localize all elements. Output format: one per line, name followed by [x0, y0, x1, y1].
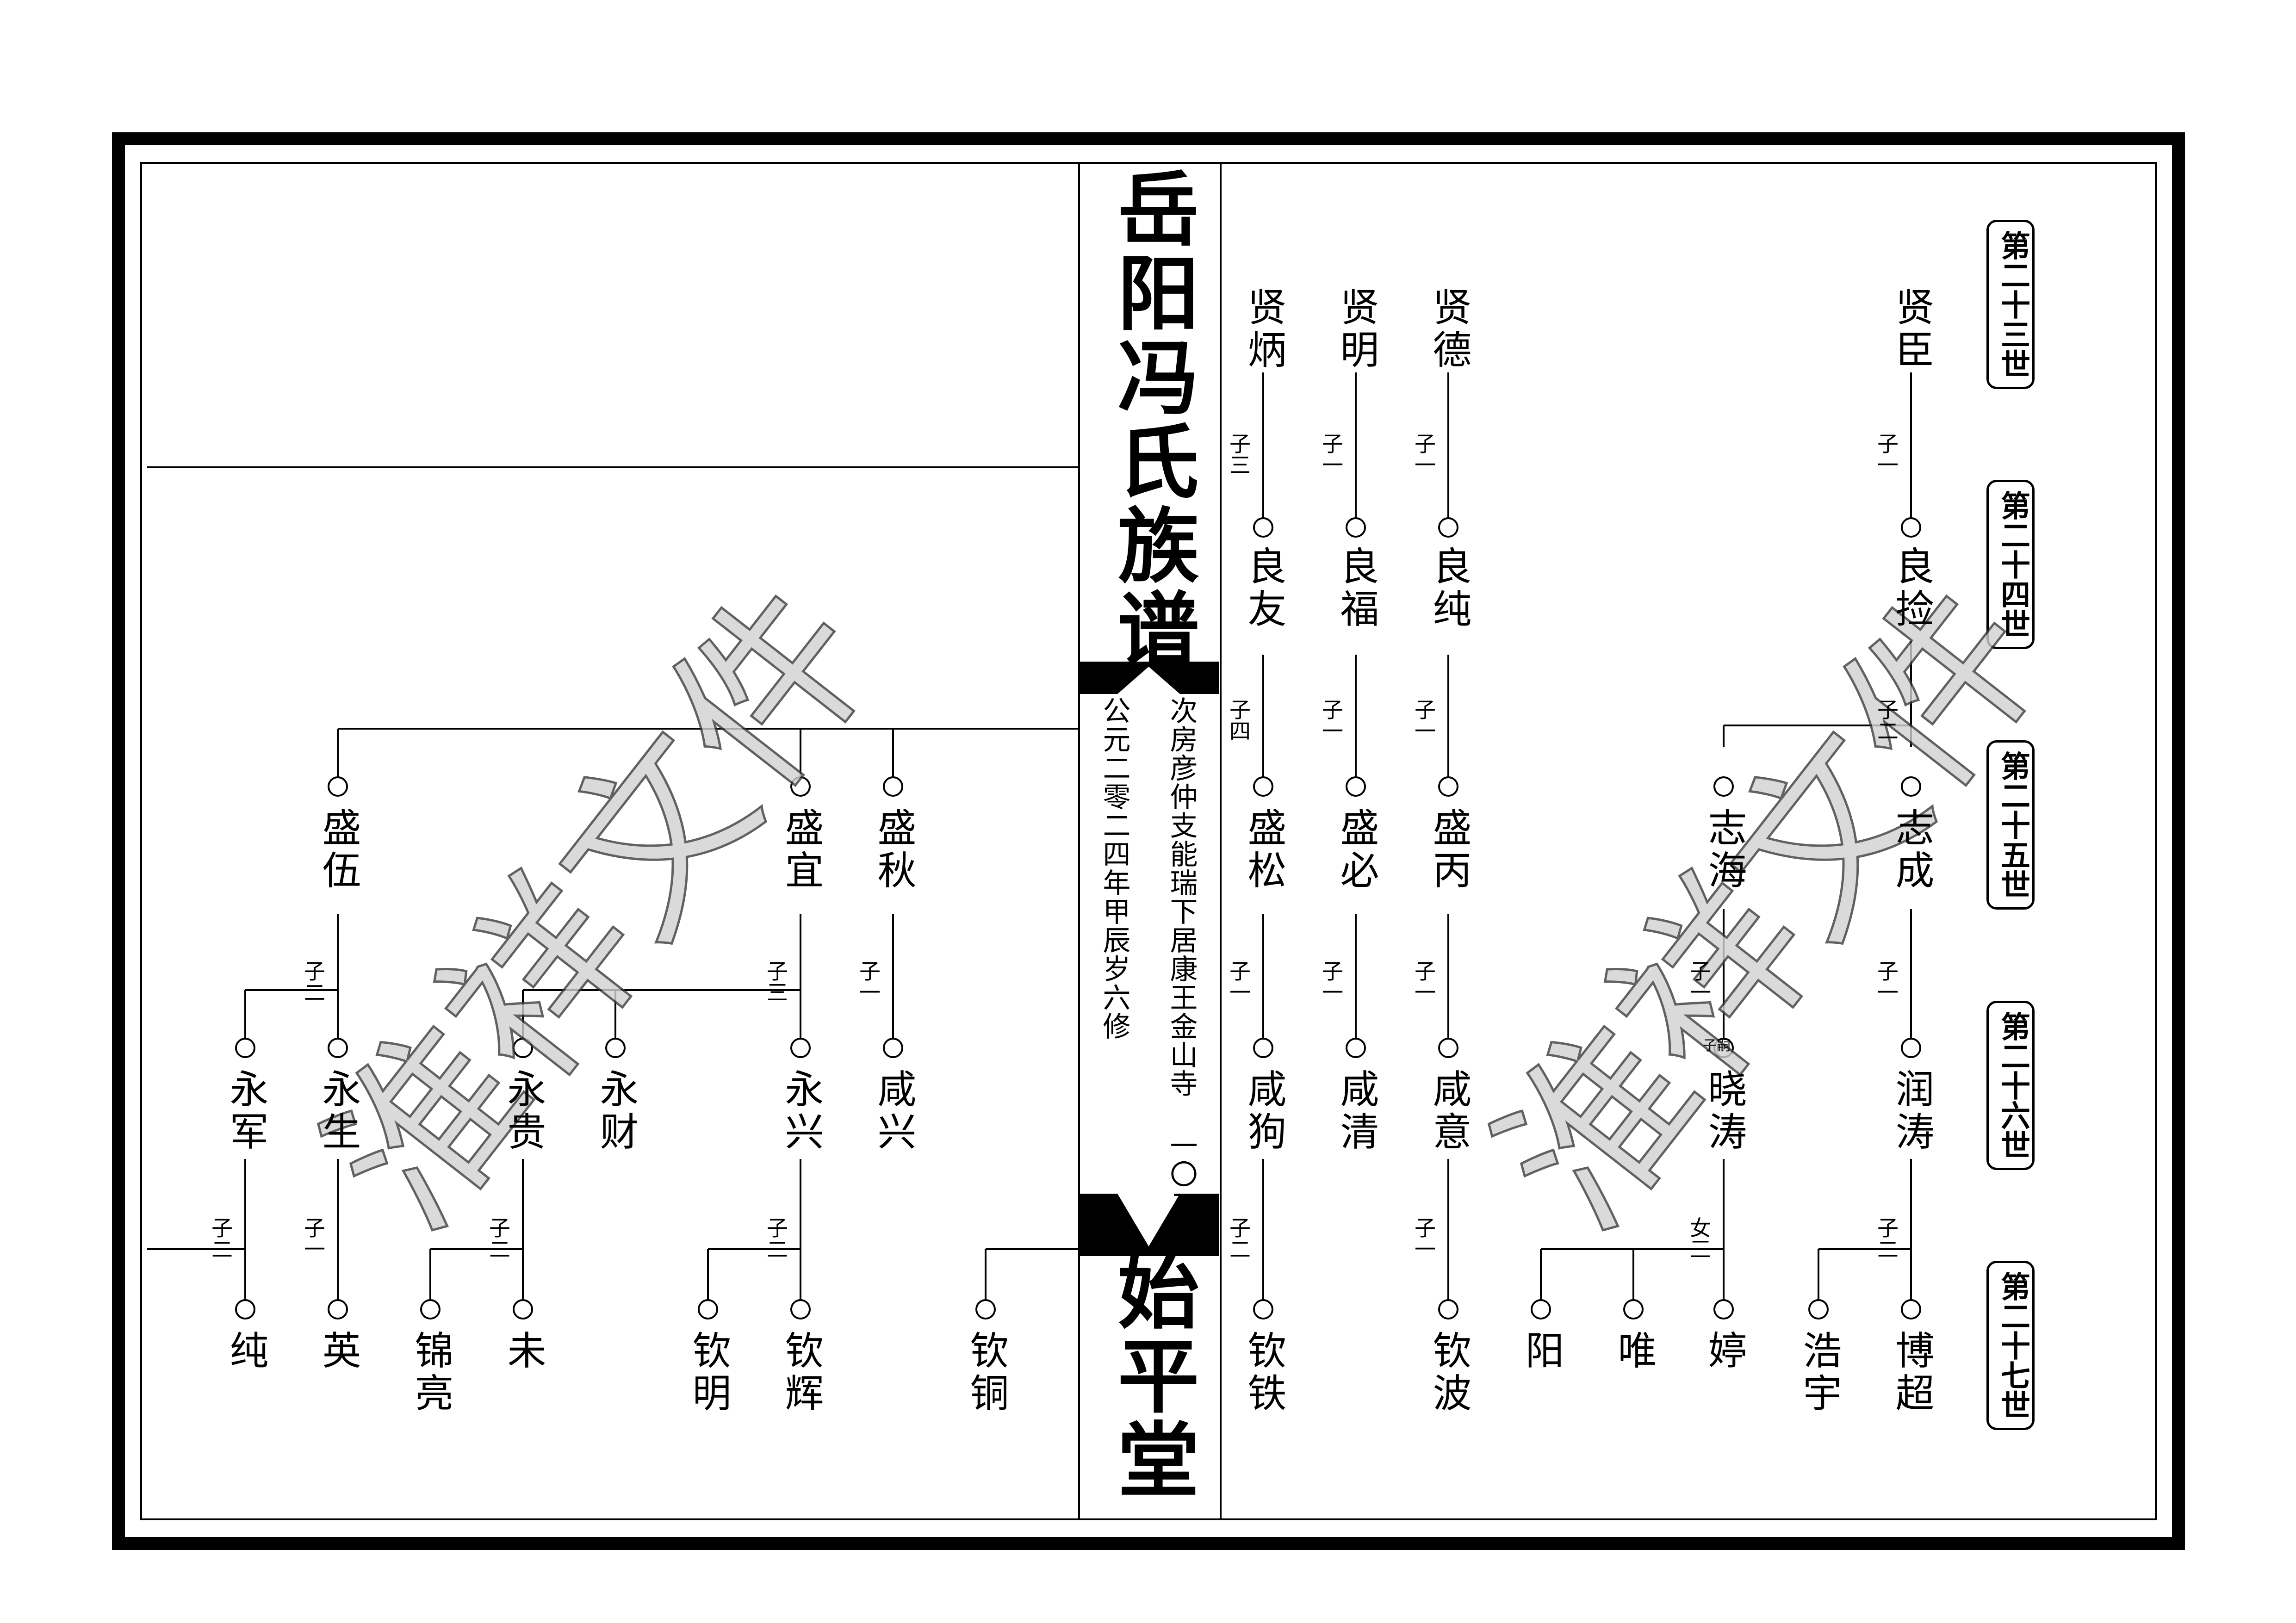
member-shengwu: 盛伍 — [316, 807, 361, 892]
child-count-yongxing: 子二 — [763, 1217, 788, 1259]
adoption-note: 子嗣 — [1703, 1038, 1731, 1054]
member-runtao: 润涛 — [1889, 1069, 1935, 1154]
member-shengyi: 盛宜 — [779, 807, 824, 892]
member-ying: 英 — [316, 1330, 361, 1373]
member-bochao: 博超 — [1889, 1330, 1935, 1415]
member-yonggui: 永贵 — [501, 1069, 546, 1154]
member-xianxing: 咸兴 — [871, 1069, 917, 1154]
child-count-xiangou: 子二 — [1226, 1217, 1251, 1259]
child-count-xianchen: 子一 — [1874, 433, 1899, 475]
generation-label-25: 第二十五世 — [1986, 740, 2035, 910]
branch-line: 次房彦仲支能瑞下居康王金山寺 一〇二 — [1165, 696, 1198, 1217]
member-yongxing: 永兴 — [779, 1069, 824, 1154]
member-qinbo: 钦波 — [1427, 1330, 1472, 1415]
generation-label-26: 第二十六世 — [1986, 1001, 2035, 1170]
child-count-liangfu: 子一 — [1319, 699, 1344, 741]
child-count-xiaotao: 女三 — [1687, 1217, 1712, 1259]
member-ting: 婷 — [1702, 1330, 1747, 1373]
child-count-shengyi: 子三 — [763, 960, 788, 1003]
child-count-xianming: 子一 — [1319, 433, 1344, 475]
child-count-liangchun: 子一 — [1411, 699, 1436, 741]
member-xianming: 贤明 — [1334, 287, 1379, 372]
member-xianbing: 贤炳 — [1241, 287, 1287, 372]
member-liangchun: 良纯 — [1427, 546, 1472, 631]
child-count-yongjun: 子二 — [208, 1217, 233, 1259]
spine-column — [1078, 162, 1222, 1520]
member-liangyou: 良友 — [1241, 546, 1287, 631]
member-xianchen: 贤臣 — [1889, 287, 1935, 372]
member-qintong: 钦铜 — [964, 1330, 1009, 1415]
book-title: 岳阳冯氏族谱 — [1104, 167, 1199, 672]
generation-label-27: 第二十七世 — [1986, 1261, 2035, 1430]
member-shengbi: 盛必 — [1334, 807, 1379, 892]
member-liangfu: 良福 — [1334, 546, 1379, 631]
member-wei: 唯 — [1612, 1330, 1657, 1373]
child-count-shengbi: 子一 — [1319, 960, 1344, 1003]
member-chun: 纯 — [223, 1330, 269, 1373]
inner-frame — [140, 162, 2157, 1520]
member-yongcai: 永财 — [594, 1069, 639, 1154]
member-qinhui: 钦辉 — [779, 1330, 824, 1415]
child-count-zhihai: 子一 — [1687, 960, 1712, 1003]
member-xianyi: 咸意 — [1427, 1069, 1472, 1154]
outer-frame — [112, 132, 2185, 1550]
member-qintie: 钦铁 — [1241, 1330, 1287, 1415]
member-haoyu: 浩宇 — [1797, 1330, 1842, 1415]
member-yongjun: 永军 — [223, 1069, 269, 1154]
member-qinming: 钦明 — [686, 1330, 732, 1415]
generation-label-24: 第二十四世 — [1986, 480, 2035, 649]
child-count-liangyou: 子四 — [1226, 699, 1251, 741]
member-shengsong: 盛松 — [1241, 807, 1287, 892]
hall-name: 始平堂 — [1104, 1249, 1199, 1502]
spine-band-top — [1078, 662, 1219, 1256]
child-count-zhicheng: 子一 — [1874, 960, 1899, 1003]
member-wei2: 未 — [501, 1330, 546, 1373]
child-count-yonggui: 子二 — [486, 1217, 511, 1259]
member-xiaotao: 晓涛 — [1702, 1069, 1747, 1154]
child-count-shengwu: 子二 — [301, 960, 326, 1003]
member-liangjian: 良捡 — [1889, 546, 1935, 631]
member-xiangou: 咸狗 — [1241, 1069, 1287, 1154]
child-count-shengbing: 子一 — [1411, 960, 1436, 1003]
child-count-yongsheng: 子一 — [301, 1217, 326, 1259]
member-shengqiu: 盛秋 — [871, 807, 917, 892]
child-count-runtao: 子二 — [1874, 1217, 1899, 1259]
member-xianqing: 咸清 — [1334, 1069, 1379, 1154]
generation-label-23: 第二十三世 — [1986, 220, 2035, 389]
child-count-xianyi: 子一 — [1411, 1217, 1436, 1259]
member-shengbing: 盛丙 — [1427, 807, 1472, 892]
member-zhicheng: 志成 — [1889, 807, 1935, 892]
child-count-shengqiu: 子一 — [856, 960, 881, 1003]
member-yang: 阳 — [1519, 1330, 1564, 1373]
date-line: 公元二零二四年甲辰岁六修 — [1098, 696, 1130, 1041]
member-jinliang: 锦亮 — [409, 1330, 454, 1415]
child-count-xiande: 子一 — [1411, 433, 1436, 475]
member-zhihai: 志海 — [1702, 807, 1747, 892]
child-count-xianbing: 子三 — [1226, 433, 1251, 475]
child-count-liangjian: 子二 — [1874, 699, 1899, 741]
member-xiande: 贤德 — [1427, 287, 1472, 372]
child-count-shengsong: 子一 — [1226, 960, 1251, 1003]
member-yongsheng: 永生 — [316, 1069, 361, 1154]
